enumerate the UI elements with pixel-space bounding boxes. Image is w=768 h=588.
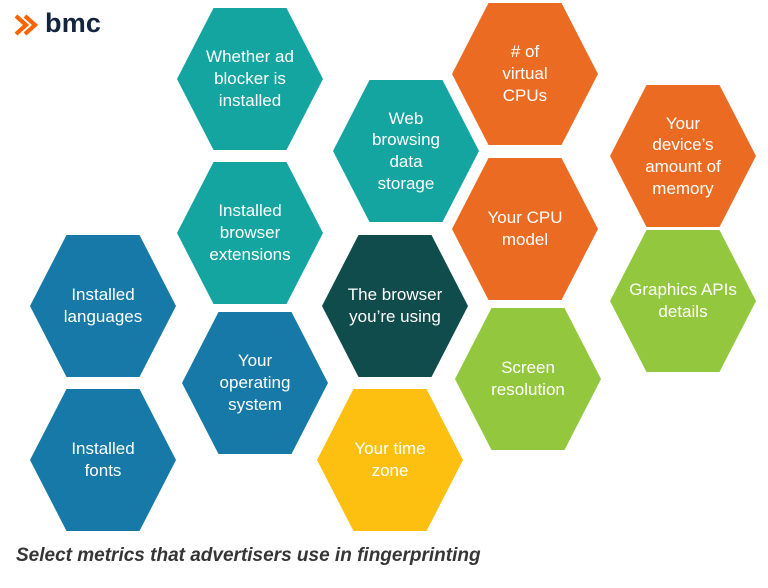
hex-screen-resolution: Screen resolution bbox=[455, 308, 601, 450]
hex-installed-fonts: Installed fonts bbox=[30, 389, 176, 531]
bmc-logo-text: bmc bbox=[45, 8, 102, 38]
hex-browser-you-use: The browser you’re using bbox=[322, 235, 468, 377]
hex-browser-extensions: Installed browser extensions bbox=[177, 162, 323, 304]
hex-label-screen-resolution: Screen resolution bbox=[491, 358, 565, 399]
hex-label-cpu-model: Your CPU model bbox=[487, 208, 563, 249]
hex-operating-system: Your operating system bbox=[182, 312, 328, 454]
hex-label-graphics-apis: Graphics APIs details bbox=[629, 280, 737, 321]
hex-device-memory: Your device’s amount of memory bbox=[610, 85, 756, 227]
hex-installed-languages: Installed languages bbox=[30, 235, 176, 377]
bmc-logo-icon bbox=[12, 11, 40, 39]
hex-label-device-memory: Your device’s amount of memory bbox=[645, 113, 721, 198]
hex-label-browser-extensions: Installed browser extensions bbox=[209, 201, 291, 264]
bmc-logo: bmc bbox=[12, 10, 101, 40]
hex-label-virtual-cpus: # of virtual CPUs bbox=[502, 42, 548, 105]
hex-label-browser-you-use: The browser you’re using bbox=[347, 285, 443, 326]
hex-virtual-cpus: # of virtual CPUs bbox=[452, 3, 598, 145]
hex-web-browsing: Web browsing data storage bbox=[333, 80, 479, 222]
hex-ad-blocker: Whether ad blocker is installed bbox=[177, 8, 323, 150]
hex-label-installed-languages: Installed languages bbox=[63, 285, 143, 326]
figure-caption: Select metrics that advertisers use in f… bbox=[16, 545, 481, 566]
hex-time-zone: Your time zone bbox=[317, 389, 463, 531]
hex-label-time-zone: Your time zone bbox=[354, 439, 426, 480]
hex-graphics-apis: Graphics APIs details bbox=[610, 230, 756, 372]
hex-label-installed-fonts: Installed fonts bbox=[71, 439, 135, 480]
hex-label-operating-system: Your operating system bbox=[219, 351, 291, 414]
hex-cpu-model: Your CPU model bbox=[452, 158, 598, 300]
hex-label-web-browsing: Web browsing data storage bbox=[371, 108, 441, 193]
hex-label-ad-blocker: Whether ad blocker is installed bbox=[206, 47, 294, 110]
